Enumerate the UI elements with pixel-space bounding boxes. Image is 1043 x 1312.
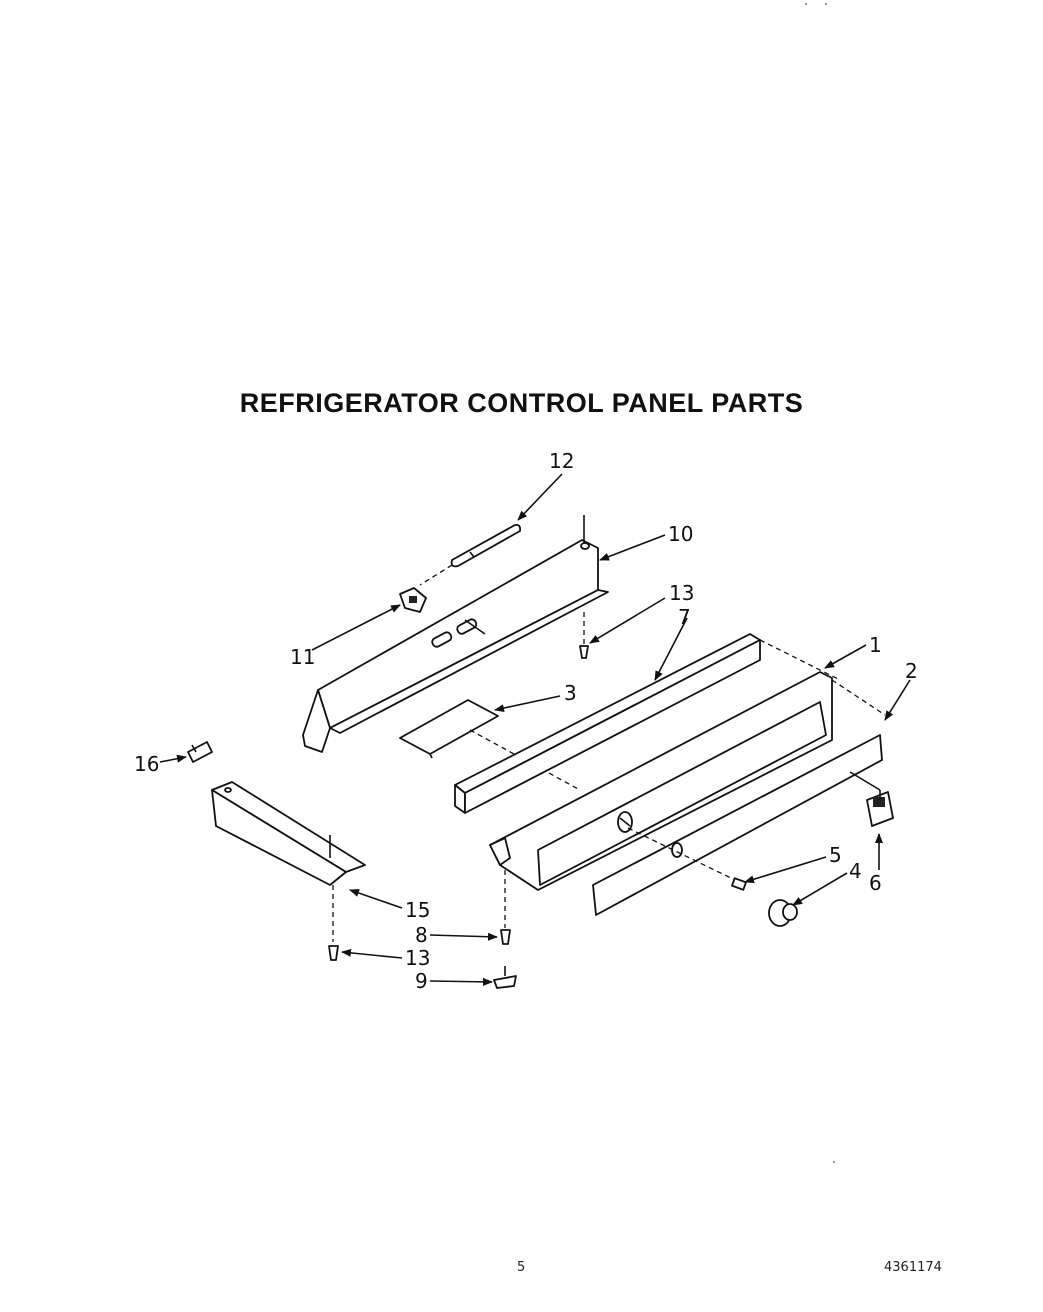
part-7-strip: [454, 633, 841, 814]
part-10-upper-bracket: [302, 515, 609, 753]
callout-10: 10: [668, 522, 693, 546]
part-11-clip: [399, 587, 427, 613]
callout-9: 9: [415, 969, 428, 993]
callout-8: 8: [415, 923, 428, 947]
callout-16: 16: [134, 752, 159, 776]
part-3-plate: [399, 699, 581, 791]
part-1-control-housing: [489, 671, 886, 891]
document-number: 4361174: [884, 1260, 942, 1275]
part-12-sensor-tube: [419, 523, 522, 586]
part-13-screw-upper: [579, 612, 589, 659]
callout-4: 4: [849, 859, 862, 883]
part-8-screw: [500, 870, 511, 945]
callout-7: 7: [678, 605, 691, 629]
part-9-foot: [493, 966, 517, 989]
page-number: 5: [517, 1260, 526, 1275]
diagram-title: REFRIGERATOR CONTROL PANEL PARTS: [239, 388, 804, 418]
part-6-switch: [866, 790, 894, 827]
callout-12: 12: [549, 449, 574, 473]
callout-3: 3: [564, 681, 577, 705]
part-13-screw-lower: [328, 945, 339, 961]
callout-5: 5: [829, 843, 842, 867]
callout-6: 6: [869, 871, 882, 895]
callout-2: 2: [905, 659, 918, 683]
callout-15: 15: [405, 898, 430, 922]
part-4-knob: [768, 899, 798, 927]
callout-11: 11: [290, 645, 315, 669]
part-16-clip: [187, 741, 213, 763]
callout-1: 1: [869, 633, 882, 657]
leader-lines: [159, 473, 911, 986]
part-5-spacer: [627, 827, 747, 891]
part-15-lower-bracket: [211, 781, 366, 942]
callout-13-upper: 13: [669, 581, 694, 605]
callout-13-lower: 13: [405, 946, 430, 970]
